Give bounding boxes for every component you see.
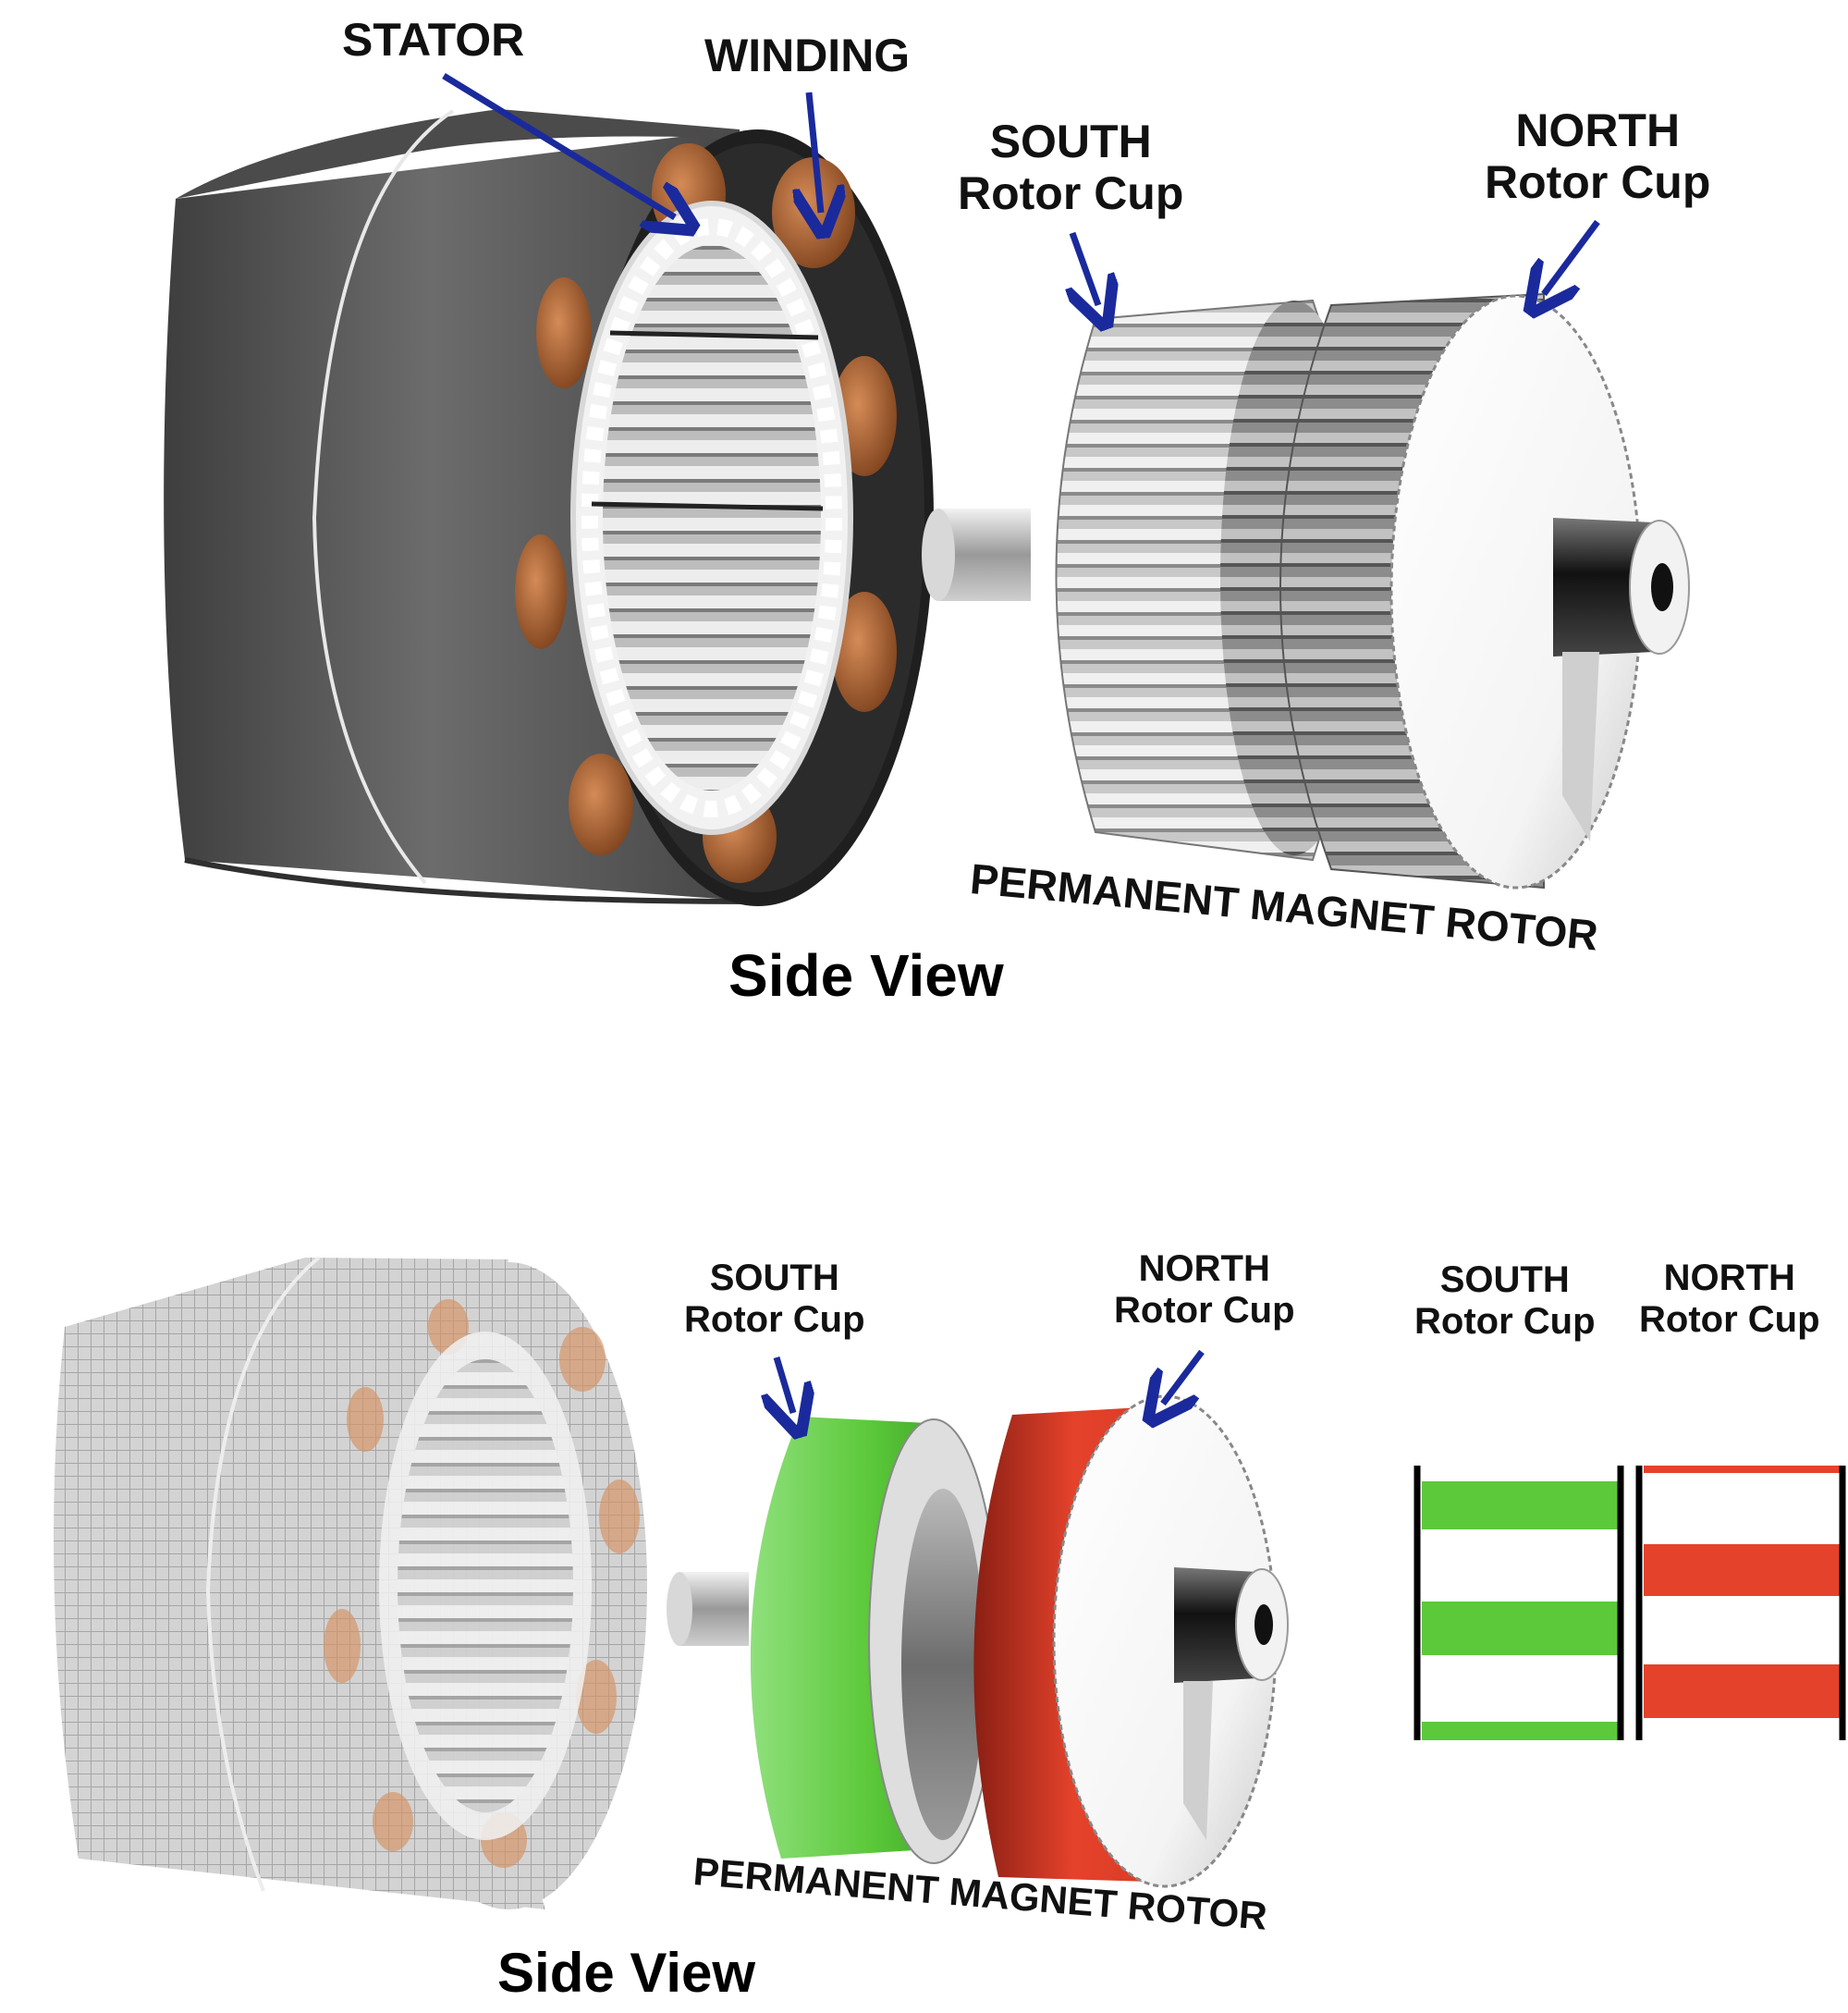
bottom-stator-assembly xyxy=(54,1256,647,1909)
north-pole-stripe xyxy=(1644,1664,1840,1718)
winding-arrow xyxy=(809,92,821,213)
south-label-line2: Rotor Cup xyxy=(958,167,1184,219)
side-view-label-top: Side View xyxy=(728,942,1004,1009)
bottom-arrows xyxy=(777,1349,1205,1413)
south-label-line1: SOUTH xyxy=(989,116,1152,167)
stator-label: STATOR xyxy=(342,14,525,66)
north-label-line1: NORTH xyxy=(1515,104,1681,156)
north-rotor-cup-label-top: NORTH Rotor Cup xyxy=(1485,104,1710,208)
north-cup-arrow-top xyxy=(1544,219,1600,294)
north-rotor-cup-legend-label: NORTH Rotor Cup xyxy=(1639,1258,1820,1341)
pole-legend xyxy=(1414,1466,1846,1740)
bottom-rotor-assembly xyxy=(667,1394,1289,1888)
north-pole-stripe xyxy=(1644,1544,1840,1596)
south-rotor-cup-label-top: SOUTH Rotor Cup xyxy=(958,116,1183,219)
winding-label: WINDING xyxy=(704,30,911,81)
north-cup-arrow-bottom xyxy=(1163,1349,1205,1404)
north-rotor-cup-label-bottom: NORTH Rotor Cup xyxy=(1114,1248,1295,1332)
south-rotor-cup-label-bottom: SOUTH Rotor Cup xyxy=(684,1258,865,1341)
south-rotor-cup-legend-label: SOUTH Rotor Cup xyxy=(1414,1259,1596,1343)
south-label-line2: Rotor Cup xyxy=(684,1298,865,1340)
south-label-line1: SOUTH xyxy=(1439,1259,1570,1300)
south-pole-stripe xyxy=(1422,1722,1618,1740)
south-pole-stripe xyxy=(1422,1481,1618,1529)
south-label-line1: SOUTH xyxy=(709,1258,839,1298)
south-pole-stripe xyxy=(1422,1602,1618,1655)
south-cup-arrow-top xyxy=(1072,231,1098,305)
top-stator-assembly xyxy=(164,109,934,906)
housing-seam-line xyxy=(312,109,455,885)
top-rotor-assembly xyxy=(922,292,1690,890)
south-cup-arrow-bottom xyxy=(777,1356,793,1413)
north-label-line1: NORTH xyxy=(1138,1248,1270,1289)
north-label-line2: Rotor Cup xyxy=(1485,156,1711,208)
north-pole-stripe xyxy=(1644,1466,1840,1473)
north-label-line1: NORTH xyxy=(1663,1258,1795,1298)
north-cup-legend xyxy=(1635,1466,1846,1740)
top-arrows xyxy=(442,73,1600,305)
south-label-line2: Rotor Cup xyxy=(1414,1300,1596,1342)
north-label-line2: Rotor Cup xyxy=(1114,1289,1295,1331)
stator-arrow xyxy=(442,73,675,217)
side-view-label-bottom: Side View xyxy=(497,1942,756,2004)
south-cup-legend xyxy=(1414,1466,1624,1740)
north-label-line2: Rotor Cup xyxy=(1639,1298,1820,1340)
